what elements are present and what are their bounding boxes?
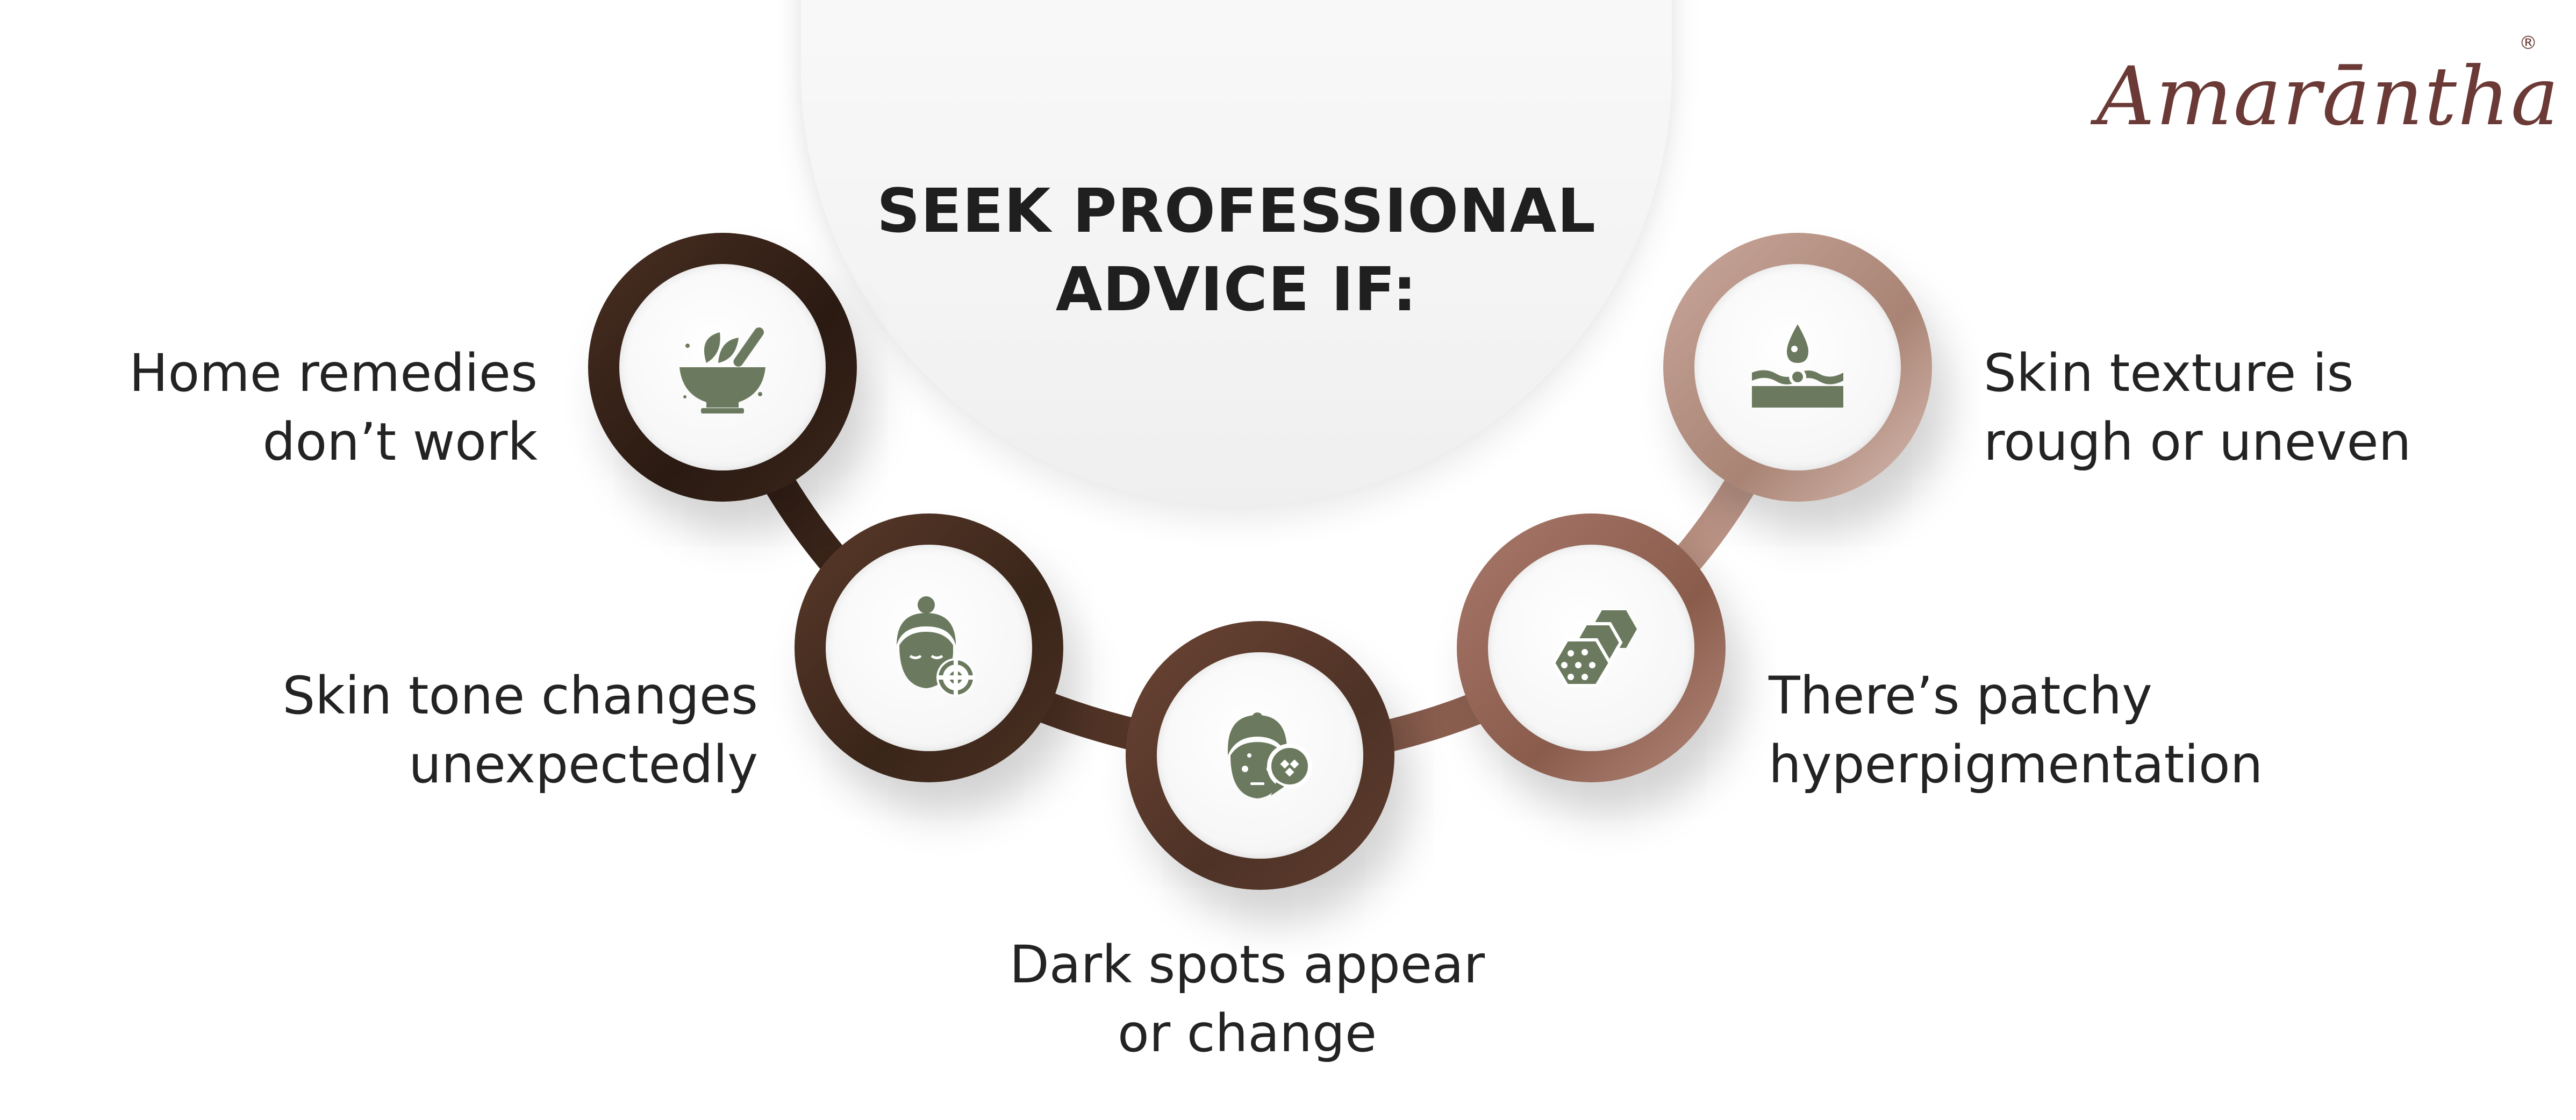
step-label-line-1: Skin texture is (1984, 343, 2354, 403)
step-label-home-remedies: Home remedies don’t work (102, 339, 538, 476)
step-label-hyperpigmentation: There’s patchy hyperpigmentation (1769, 661, 2414, 799)
step-label-dark-spots: Dark spots appear or change (935, 930, 1559, 1068)
step-label-line-1: Skin tone changes (282, 666, 758, 726)
mortar-pestle-herb-icon (669, 313, 776, 421)
step-node-hyperpigmentation (1457, 513, 1726, 782)
brand-wordmark: Amarāntha (2096, 50, 2560, 144)
headline: SEEK PROFESSIONAL ADVICE IF: (801, 172, 1672, 329)
step-label-line-2: or change (1117, 1003, 1377, 1064)
step-label-line-1: There’s patchy (1769, 666, 2152, 726)
brand-logo: Amarāntha ® (2096, 32, 2559, 145)
step-node-face (1694, 264, 1901, 470)
step-label-line-2: don’t work (262, 412, 538, 472)
step-label-line-2: unexpectedly (409, 734, 758, 795)
step-label-line-2: rough or uneven (1984, 412, 2412, 472)
headline-line-1: SEEK PROFESSIONAL (877, 176, 1596, 246)
skin-patches-icon (1537, 594, 1645, 702)
step-node-home-remedies (588, 233, 857, 502)
step-label-line-2: hyperpigmentation (1769, 734, 2263, 795)
step-node-dark-spots (1126, 621, 1394, 890)
headline-line-2: ADVICE IF: (1055, 255, 1418, 325)
step-label-line-1: Home remedies (129, 343, 538, 403)
registered-mark: ® (2519, 32, 2537, 54)
step-label-line-1: Dark spots appear (1009, 934, 1485, 995)
step-node-skin-texture (1663, 233, 1932, 502)
face-spots-icon (1206, 702, 1314, 809)
step-label-skin-tone: Skin tone changes unexpectedly (167, 661, 758, 799)
face-tone-icon (875, 594, 983, 702)
skin-layer-drop-icon (1744, 313, 1851, 421)
step-label-skin-texture: Skin texture is rough or uneven (1984, 339, 2521, 476)
step-node-skin-tone (795, 513, 1063, 782)
